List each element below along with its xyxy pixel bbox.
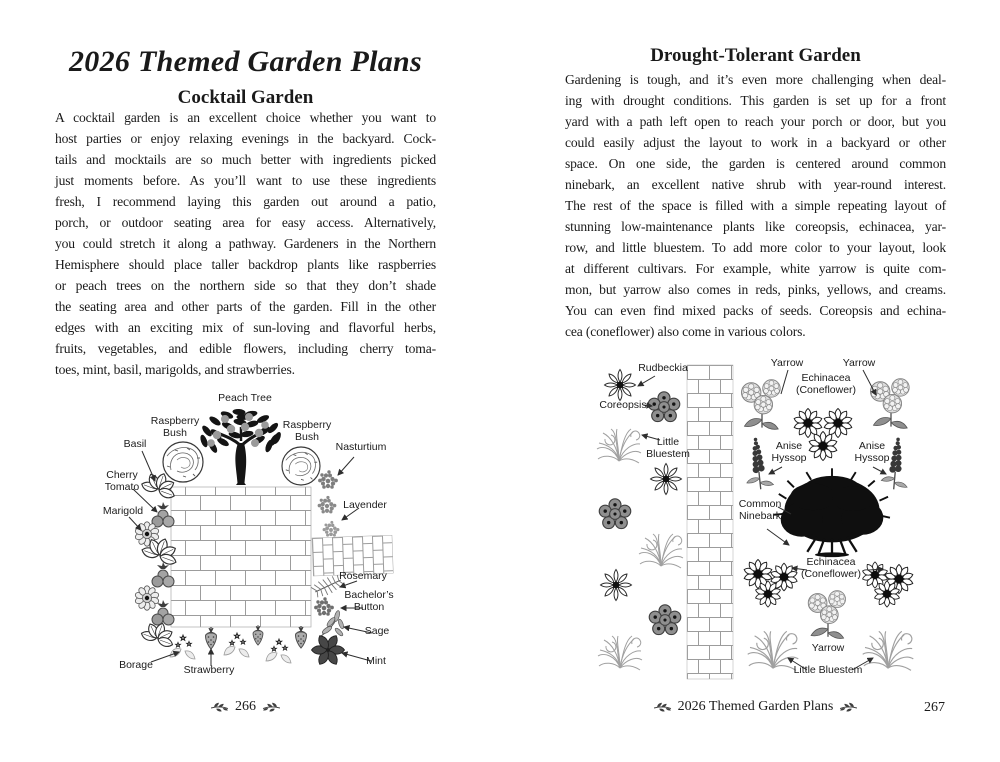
label-yarrow-bottom: Yarrow — [811, 642, 845, 654]
anise-hyssop-left-illustration — [741, 435, 775, 492]
little-bluestem-bottom-right — [862, 630, 914, 671]
label-cherry-tomato: Cherry Tomato — [104, 469, 140, 493]
label-yarrow-top-right: Yarrow — [842, 357, 876, 369]
text-line: Hemisphere should place taller backdrop … — [55, 257, 436, 272]
text-line: The rest of the space is filled with a s… — [565, 198, 946, 213]
label-coreopsis: Coreopsis — [599, 399, 647, 411]
text-line: row, and little bluestem. To add more co… — [565, 240, 946, 255]
text-line: host parties or enjoy relaxing evenings … — [55, 131, 436, 146]
label-lavender: Lavender — [343, 499, 387, 511]
section-title-drought-tolerant-garden: Drought-Tolerant Garden — [650, 45, 861, 66]
label-rudbeckia: Rudbeckia — [638, 362, 688, 374]
label-nasturtium: Nasturtium — [335, 441, 387, 453]
brick-patio — [170, 486, 312, 628]
text-line: toes, mint, basil, marigolds, and strawb… — [55, 362, 295, 377]
peach-tree-illustration — [197, 406, 284, 487]
brick-path — [686, 364, 734, 680]
text-line: just moments before. As you’ll want to u… — [55, 173, 436, 188]
left-repeating-plants — [596, 369, 684, 671]
running-title: 2026 Themed Garden Plans — [677, 699, 834, 714]
label-little-bluestem: Little Bluestem — [646, 436, 690, 460]
text-line: You can even find mixed packs of seeds. … — [565, 303, 946, 318]
raspberry-bush-left-illustration — [162, 441, 204, 483]
cocktail-garden-paragraph: A cocktail garden is an excellent choice… — [55, 107, 436, 380]
drought-tolerant-garden-diagram: Rudbeckia Coreopsis Little Bluestem Yarr… — [585, 357, 965, 687]
label-raspberry-bush-left: Raspberry Bush — [150, 415, 200, 439]
echinacea-bottom-left-cluster — [742, 559, 799, 608]
text-line: fruits, vegetables, and edible flowers, … — [55, 341, 436, 356]
text-line: at different cultivars. For example, whi… — [565, 261, 946, 276]
section-title-cocktail-garden: Cocktail Garden — [177, 87, 314, 108]
drought-garden-illustration — [596, 364, 915, 680]
label-rosemary: Rosemary — [339, 570, 387, 582]
text-line: you could stretch it along a pathway. Ga… — [55, 236, 436, 251]
text-line: stunning low-maintenance plants like cor… — [565, 219, 946, 234]
page-266: 2026 Themed Garden Plans Cocktail Garden… — [0, 45, 500, 719]
text-line: could easily adjust the layout to work i… — [565, 135, 946, 150]
label-basil: Basil — [123, 438, 147, 450]
text-line: tails and mocktails are so much better w… — [55, 152, 436, 167]
brick-walkway — [311, 534, 394, 577]
page-267: Drought-Tolerant Garden Gardening is tou… — [500, 0, 1000, 762]
page-number: 266 — [235, 699, 256, 714]
right-page-footer: 2026 Themed Garden Plans 267 — [500, 699, 1000, 719]
label-common-ninebark: Common Ninebark — [738, 498, 782, 522]
yarrow-bottom-illustration — [808, 591, 845, 639]
drought-tolerant-garden-paragraph: Gardening is tough, and it’s even more c… — [565, 69, 946, 342]
yarrow-top-left-illustration — [741, 380, 780, 430]
text-line: A cocktail garden is an excellent choice… — [55, 110, 436, 125]
text-line: mon, but yarrow also comes in reds, pink… — [565, 282, 946, 297]
text-line: or peach trees on the northern side so t… — [55, 278, 436, 293]
common-ninebark-illustration — [772, 467, 892, 559]
label-arrows — [637, 369, 887, 671]
little-bluestem-bottom-left — [747, 630, 799, 671]
label-borage: Borage — [119, 659, 153, 671]
label-bachelors-button: Bachelor’s Button — [344, 589, 394, 613]
leaf-ornament-icon — [262, 702, 280, 713]
label-mint: Mint — [366, 655, 386, 667]
label-echinacea-bottom: Echinacea (Coneflower) — [800, 556, 862, 580]
leaf-ornament-icon — [653, 702, 672, 713]
echinacea-bottom-right-cluster — [861, 561, 915, 608]
yarrow-top-right-illustration — [870, 379, 909, 429]
label-strawberry: Strawberry — [183, 664, 235, 676]
raspberry-bush-right-illustration — [281, 446, 321, 486]
text-line: ninebark, an excellent native shrub with… — [565, 177, 946, 192]
left-page-footer: 266 — [0, 699, 500, 719]
text-line: cea (coneflower) also come in various co… — [565, 324, 806, 339]
text-line: fresh, I recommend laying this garden ou… — [55, 194, 436, 209]
label-anise-hyssop-right: Anise Hyssop — [854, 440, 890, 464]
leaf-ornament-icon — [839, 702, 858, 713]
text-line: edges with an exciting mix of sun-loving… — [55, 320, 436, 335]
text-line: porch, or outdoor seating area for easy … — [55, 215, 436, 230]
label-marigold: Marigold — [102, 505, 144, 517]
label-sage: Sage — [364, 625, 390, 637]
label-echinacea-top: Echinacea (Coneflower) — [795, 372, 857, 396]
leaf-ornament-icon — [211, 702, 229, 713]
text-line: yard with a path left open to reach your… — [565, 114, 946, 129]
cocktail-garden-diagram: Peach Tree Raspberry Bush Raspberry Bush… — [95, 390, 395, 690]
text-line: ing with drought conditions. This garden… — [565, 93, 946, 108]
text-line: space. On one side, the garden is center… — [565, 156, 946, 171]
label-yarrow-top-left: Yarrow — [770, 357, 804, 369]
page-number: 267 — [924, 700, 945, 715]
text-line: Gardening is tough, and it’s even more c… — [565, 72, 946, 87]
chapter-title: 2026 Themed Garden Plans — [68, 45, 423, 78]
label-peach-tree: Peach Tree — [218, 392, 272, 404]
label-little-bluestem-bottom: Little Bluestem — [793, 664, 863, 676]
label-anise-hyssop-left: Anise Hyssop — [771, 440, 807, 464]
label-arrows — [128, 450, 373, 666]
label-raspberry-bush-right: Raspberry Bush — [282, 419, 332, 443]
cocktail-garden-illustration — [128, 406, 394, 667]
text-line: the seating area and other parts of the … — [55, 299, 436, 314]
